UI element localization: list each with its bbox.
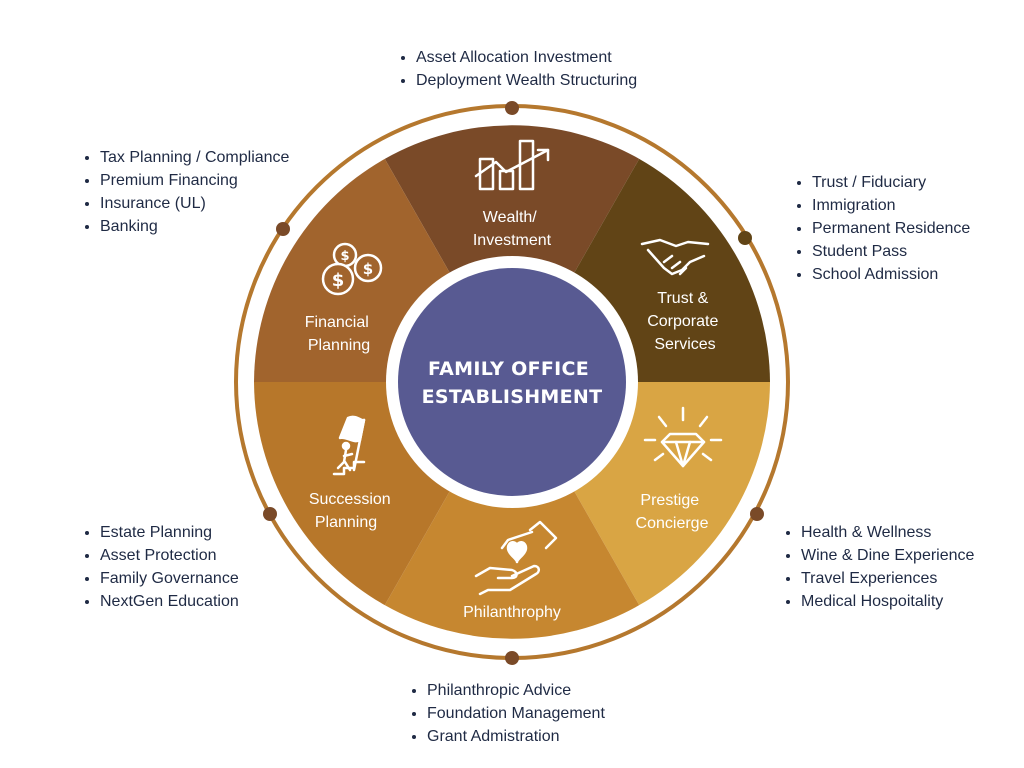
coins-dollar-sign-1: $ [340, 249, 349, 264]
wealth-label-line1: Wealth/ [483, 209, 538, 226]
giving-hand-icon [474, 520, 558, 596]
succession-label-line2: Planning [315, 514, 377, 531]
list-item: Foundation Management [427, 702, 605, 725]
ring-dot-top-left [276, 222, 290, 236]
svg-text:Financial Planning: Financial Planning [305, 314, 373, 354]
coins-dollar-sign-3: $ [332, 270, 345, 291]
list-item: Insurance (UL) [100, 192, 289, 215]
list-item: Premium Financing [100, 169, 289, 192]
list-item: Tax Planning / Compliance [100, 146, 289, 169]
prestige-services-list: Health & Wellness Wine & Dine Experience… [781, 521, 974, 613]
list-item: Grant Admistration [427, 725, 605, 748]
segment-wealth[interactable] [384, 125, 640, 382]
list-item: Asset Protection [100, 544, 239, 567]
list-item: Student Pass [812, 240, 970, 263]
prestige-label-line2: Concierge [636, 515, 709, 532]
list-item: Travel Experiences [801, 567, 974, 590]
trust-label-line2: Corporate [647, 313, 718, 330]
list-item: Immigration [812, 194, 970, 217]
financial-label-line2: Planning [308, 337, 370, 354]
philanthropy-label: Philanthrophy [463, 604, 561, 621]
coins-dollar-sign-2: $ [363, 260, 373, 278]
list-item: Philanthropic Advice [427, 679, 605, 702]
list-item: Banking [100, 215, 289, 238]
list-item: Asset Allocation Investment [416, 46, 637, 69]
list-item: Health & Wellness [801, 521, 974, 544]
growth-chart-icon [474, 139, 550, 191]
ring-dot-bottom-right [750, 507, 764, 521]
diamond-icon [643, 406, 723, 468]
list-item: Trust / Fiduciary [812, 171, 970, 194]
coins-icon [321, 242, 383, 296]
ring-dot-bottom [505, 651, 519, 665]
trust-label-line1: Trust & [657, 290, 708, 307]
center-title-line2: ESTABLISHMENT [422, 386, 603, 408]
segment-philanthropy[interactable] [384, 382, 640, 639]
list-item: Estate Planning [100, 521, 239, 544]
flag-climb-icon [332, 415, 366, 476]
trust-services-list: Trust / Fiduciary Immigration Permanent … [792, 171, 970, 286]
list-item: School Admission [812, 263, 970, 286]
list-item: NextGen Education [100, 590, 239, 613]
list-item: Wine & Dine Experience [801, 544, 974, 567]
financial-label-line1: Financial [305, 314, 369, 331]
svg-text:Wealth/ Investment: Wealth/ Investment [473, 209, 552, 249]
wealth-label-line2: Investment [473, 232, 552, 249]
center-title-line1: FAMILY OFFICE [428, 358, 589, 380]
svg-text:Succession Planning: Succession Planning [309, 491, 395, 531]
svg-text:Trust & Corporate Serv: Trust & Corporate Services [647, 290, 723, 353]
succession-label-line1: Succession [309, 491, 391, 508]
philanthropy-services-list: Philanthropic Advice Foundation Manageme… [407, 679, 605, 748]
ring-dot-top [505, 101, 519, 115]
trust-label-line3: Services [654, 336, 715, 353]
list-item: Deployment Wealth Structuring [416, 69, 637, 92]
wealth-services-list: Asset Allocation Investment Deployment W… [396, 46, 637, 92]
prestige-label-line1: Prestige [640, 492, 699, 509]
ring-dot-top-right [738, 231, 752, 245]
center-circle[interactable] [398, 268, 626, 496]
list-item: Family Governance [100, 567, 239, 590]
svg-text:FAMILY OFFICE ESTABLISHMEN: FAMILY OFFICE ESTABLISHMENT [422, 358, 603, 408]
list-item: Permanent Residence [812, 217, 970, 240]
svg-text:Philanthrophy: Philanthrophy [463, 604, 561, 621]
succession-services-list: Estate Planning Asset Protection Family … [80, 521, 239, 613]
svg-text:Prestige Concierge: Prestige Concierge [636, 492, 709, 532]
list-item: Medical Hospoitality [801, 590, 974, 613]
handshake-icon [640, 238, 710, 276]
ring-dot-bottom-left [263, 507, 277, 521]
financial-services-list: Tax Planning / Compliance Premium Financ… [80, 146, 289, 238]
